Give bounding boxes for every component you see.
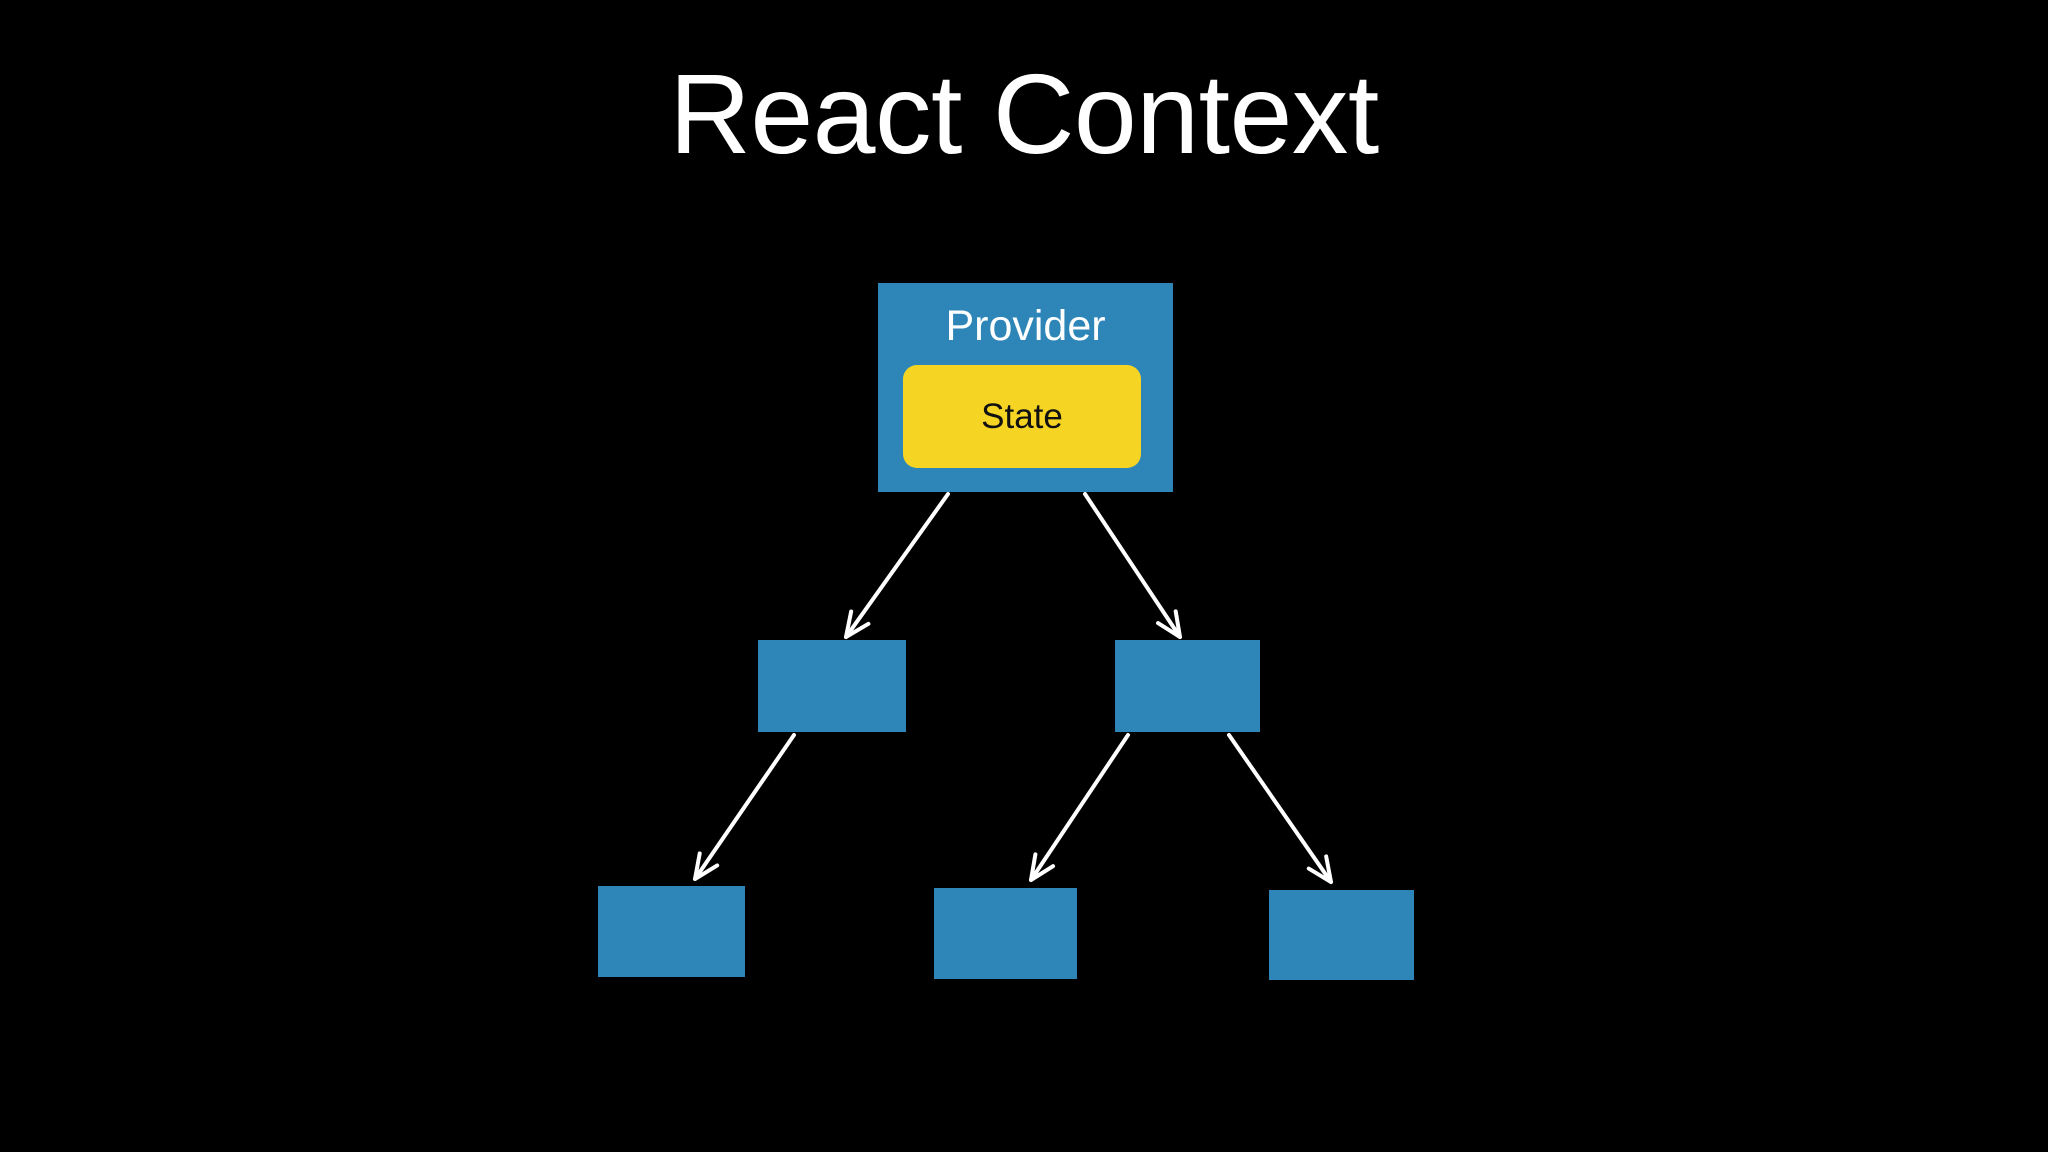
- edge-consumer-left-to-leaf-left: [693, 733, 796, 881]
- edge-consumer-left-to-leaf-left-arrowhead: [693, 851, 720, 881]
- state-node[interactable]: State: [903, 365, 1141, 468]
- consumer-right-node[interactable]: [1115, 640, 1260, 732]
- edge-consumer-right-to-leaf-middle-arrowhead: [1029, 852, 1056, 882]
- edge-provider-to-consumer-right-arrowhead: [1156, 609, 1182, 639]
- edge-consumer-right-to-leaf-middle: [1029, 733, 1130, 882]
- leaf-left-node[interactable]: [598, 886, 745, 977]
- edge-provider-to-consumer-right: [1083, 492, 1182, 639]
- edge-provider-to-consumer-left: [844, 492, 950, 639]
- consumer-left-node[interactable]: [758, 640, 906, 732]
- edge-consumer-right-to-leaf-right: [1227, 733, 1333, 884]
- page-title: React Context: [669, 51, 1379, 177]
- edge-provider-to-consumer-left-arrowhead: [844, 609, 871, 639]
- provider-node[interactable]: Provider State: [878, 283, 1173, 492]
- leaf-right-node[interactable]: [1269, 890, 1414, 980]
- provider-label: Provider: [945, 302, 1106, 350]
- edge-consumer-right-to-leaf-right-arrowhead: [1306, 854, 1333, 884]
- leaf-middle-node[interactable]: [934, 888, 1077, 979]
- state-label: State: [981, 397, 1063, 436]
